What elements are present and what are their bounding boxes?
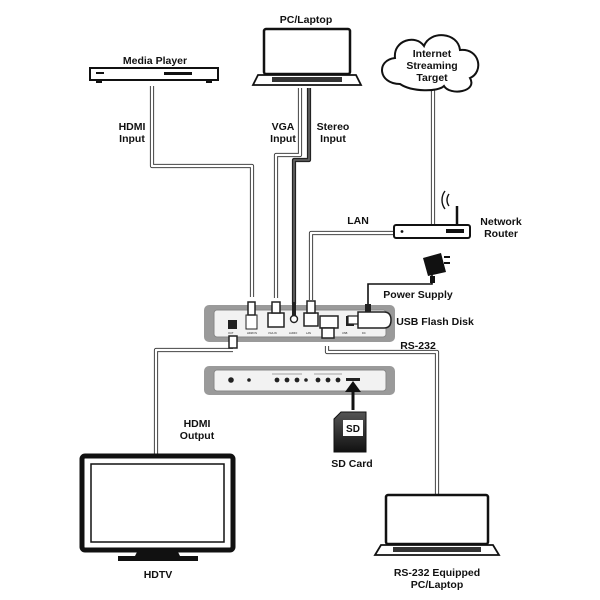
svg-text:OUT: OUT — [228, 331, 234, 335]
device-front-panel — [204, 366, 395, 395]
cloud-label-line3: Target — [416, 72, 448, 84]
router-label-line1: Network — [480, 216, 522, 228]
pc-laptop-label: PC/Laptop — [280, 14, 333, 26]
audio-in-port — [289, 314, 299, 324]
rs232-label: RS-232 — [400, 340, 436, 352]
hdmi-output-label-line2: Output — [180, 430, 215, 442]
usb-drive-icon — [347, 311, 392, 329]
hdmi-input-cable — [149, 86, 255, 297]
vga-input-label-line1: VGA — [272, 121, 295, 133]
hdmi-input-label-line1: HDMI — [119, 121, 146, 133]
svg-text:LAN: LAN — [306, 331, 311, 335]
svg-text:AUDIO: AUDIO — [289, 331, 297, 335]
hdtv-label: HDTV — [144, 569, 173, 581]
hdmi-in-port — [245, 314, 258, 330]
vga-input-label-line2: Input — [270, 133, 296, 145]
rs232-pc-label-line1: RS-232 Equipped — [394, 567, 480, 579]
rs232-port — [319, 315, 339, 329]
lan-cable — [308, 230, 394, 300]
stereo-input-label-line1: Stereo — [317, 121, 350, 133]
sd-card-label: SD Card — [331, 458, 372, 470]
lan-label: LAN — [347, 215, 369, 227]
power-supply-label: Power Supply — [383, 289, 453, 301]
media-player-label: Media Player — [123, 55, 187, 67]
svg-text:USB: USB — [342, 331, 348, 335]
hdmi-output-cable — [153, 347, 233, 455]
vga-in-port — [267, 312, 285, 328]
hdmi-out-port — [228, 320, 237, 329]
device-rear-panel: OUT HDMI IN VGA IN AUDIO LAN USB DC — [204, 300, 395, 349]
svg-text:HDMI IN: HDMI IN — [247, 331, 257, 335]
stereo-input-label-line2: Input — [320, 133, 346, 145]
lan-port — [303, 312, 319, 327]
rs232-pc-label-line2: PC/Laptop — [411, 579, 464, 591]
router-label-line2: Router — [484, 228, 518, 240]
hdmi-input-label-line2: Input — [119, 133, 145, 145]
router-icon — [393, 190, 471, 239]
media-player-icon — [89, 67, 219, 83]
rs232-laptop-icon — [373, 493, 501, 556]
hdmi-output-label-line1: HDMI — [184, 418, 211, 430]
cloud-label-line2: Streaming — [406, 60, 457, 72]
laptop-icon — [251, 27, 363, 86]
power-adapter-icon — [423, 253, 450, 283]
tv-icon — [79, 453, 236, 561]
sd-insert-arrow — [345, 381, 361, 410]
rs232-cable — [324, 346, 440, 495]
svg-text:VGA IN: VGA IN — [268, 331, 277, 335]
cloud-label-line1: Internet — [413, 48, 452, 60]
svg-text:DC: DC — [362, 331, 366, 335]
usb-flash-label: USB Flash Disk — [396, 316, 474, 328]
stereo-input-cable — [291, 88, 312, 304]
sd-card-icon: SD — [333, 411, 367, 453]
sd-card-face-label: SD — [346, 424, 360, 435]
vga-input-cable — [273, 88, 303, 298]
cloud-icon — [381, 34, 480, 93]
